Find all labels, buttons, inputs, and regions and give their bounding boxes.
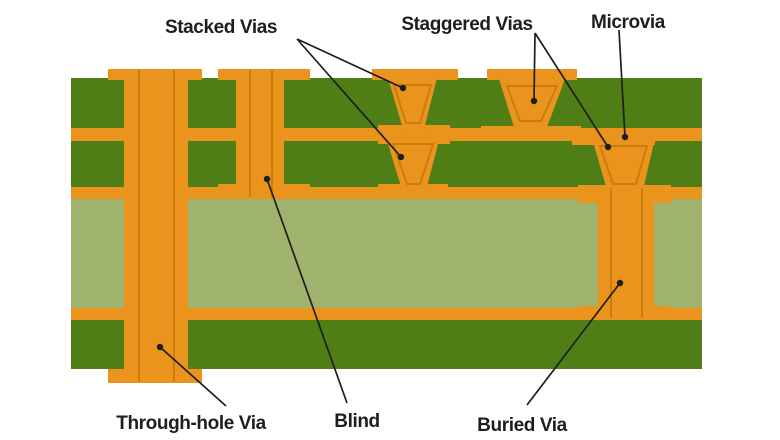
buried-via-leader-line bbox=[526, 282, 621, 406]
stacked-vias-top-pad bbox=[372, 69, 458, 80]
stacked-lower-microvia bbox=[386, 137, 440, 190]
stacked-upper-target-dot bbox=[399, 84, 407, 92]
through-hole-via-leader-line bbox=[159, 346, 227, 407]
staggered-upper-landing-pad bbox=[481, 126, 581, 141]
label-staggered-vias: Staggered Vias bbox=[401, 14, 532, 35]
buried-via-target-dot bbox=[616, 279, 624, 287]
buried-via bbox=[578, 185, 671, 320]
blind-via bbox=[218, 69, 310, 199]
buried-via-barrel bbox=[598, 186, 654, 319]
annotations: Stacked Vias Staggered Vias Microvia Thr… bbox=[116, 12, 666, 436]
copper-plane-layer4 bbox=[71, 308, 702, 320]
stacked-vias bbox=[372, 69, 458, 199]
microvia-leader-line bbox=[618, 29, 626, 138]
copper-features bbox=[71, 69, 702, 383]
blind-via-target-dot bbox=[263, 175, 271, 183]
label-microvia: Microvia bbox=[591, 12, 666, 33]
stacked-lower-microvia-outline bbox=[391, 143, 435, 185]
label-stacked-vias: Stacked Vias bbox=[165, 17, 277, 38]
copper-detail-lines bbox=[138, 70, 649, 382]
blind-via-barrel bbox=[236, 69, 284, 199]
label-blind: Blind bbox=[334, 411, 380, 432]
microvia-target-dot bbox=[621, 133, 629, 141]
through-hole-via-barrel bbox=[124, 69, 188, 383]
through-hole-via-target-dot bbox=[156, 343, 164, 351]
staggered-lower-microvia bbox=[592, 138, 655, 190]
blind-via-hole-lines bbox=[249, 70, 273, 197]
leader-lines bbox=[159, 29, 626, 407]
blind-via-leader-line bbox=[266, 178, 348, 404]
stacked-vias-bottom-pad bbox=[378, 184, 448, 199]
staggered-lower-microvia-outline bbox=[598, 145, 649, 185]
label-buried-via: Buried Via bbox=[477, 415, 567, 436]
buried-via-hole-lines bbox=[610, 188, 643, 318]
staggered-lower-target-dot bbox=[604, 143, 612, 151]
staggered-upper-target-dot bbox=[530, 97, 538, 105]
through-hole-via-hole-lines bbox=[138, 70, 175, 382]
label-through-hole-via: Through-hole Via bbox=[116, 413, 266, 434]
staggered-vias-leader-lines bbox=[533, 32, 609, 148]
staggered-upper-microvia-outline bbox=[505, 85, 559, 122]
stacked-upper-microvia-outline bbox=[392, 84, 433, 124]
stacked-lower-target-dot bbox=[397, 153, 405, 161]
stacked-vias-leader-lines bbox=[296, 38, 404, 158]
through-hole-via bbox=[108, 69, 202, 383]
staggered-vias-top-pad bbox=[487, 69, 577, 80]
stacked-upper-microvia bbox=[388, 78, 437, 129]
